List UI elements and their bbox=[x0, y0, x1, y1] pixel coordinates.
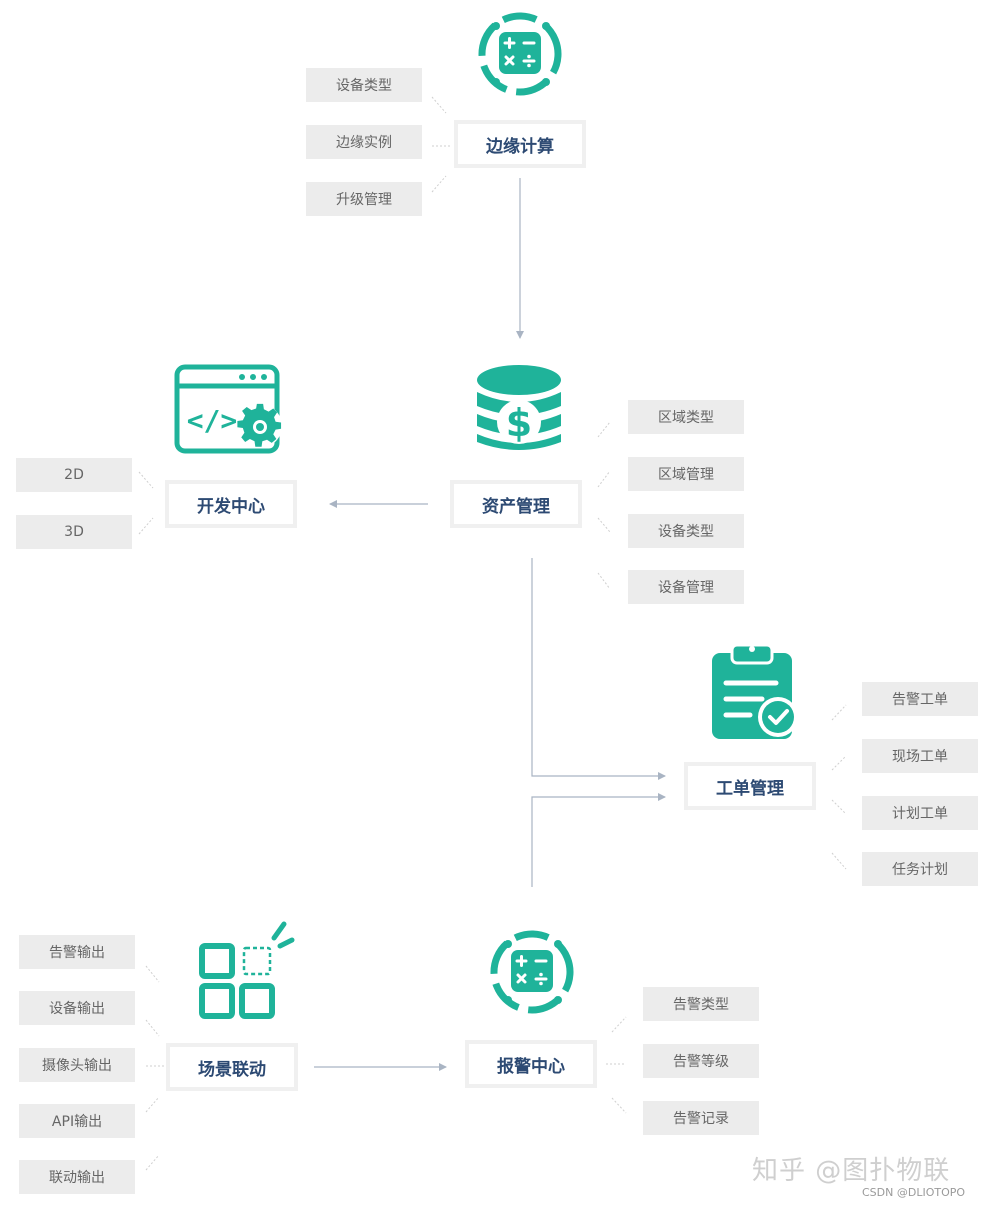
node-edge-compute[interactable]: 边缘计算 bbox=[454, 120, 586, 168]
node-asset-management[interactable]: 资产管理 bbox=[450, 480, 582, 528]
asset-tag[interactable]: 设备管理 bbox=[628, 570, 744, 604]
scene-tag[interactable]: 摄像头输出 bbox=[19, 1048, 135, 1082]
arrow-asset-to-workorder bbox=[531, 558, 666, 780]
code-settings-icon: </> bbox=[174, 364, 282, 454]
dev-tag[interactable]: 2D bbox=[16, 458, 132, 492]
asset-tag[interactable]: 区域管理 bbox=[628, 457, 744, 491]
dev-tag[interactable]: 3D bbox=[16, 515, 132, 549]
node-asset-management-label: 资产管理 bbox=[454, 484, 578, 524]
svg-text:</>: </> bbox=[187, 404, 238, 437]
csdn-source: CSDN @DLIOTOPO bbox=[862, 1186, 966, 1199]
workorder-tag[interactable]: 告警工单 bbox=[862, 682, 978, 716]
database-dollar-icon: $ bbox=[477, 365, 561, 450]
scene-tag[interactable]: 联动输出 bbox=[19, 1160, 135, 1194]
asset-tag[interactable]: 设备类型 bbox=[628, 514, 744, 548]
edge-tag[interactable]: 边缘实例 bbox=[306, 125, 422, 159]
asset-tag[interactable]: 区域类型 bbox=[628, 400, 744, 434]
edge-tag[interactable]: 升级管理 bbox=[306, 182, 422, 216]
scene-tag[interactable]: 设备输出 bbox=[19, 991, 135, 1025]
edge-tag[interactable]: 设备类型 bbox=[306, 68, 422, 102]
scene-tag[interactable]: API输出 bbox=[19, 1104, 135, 1138]
svg-text:$: $ bbox=[506, 401, 532, 445]
alarm-tag[interactable]: 告警记录 bbox=[643, 1101, 759, 1135]
node-edge-compute-label: 边缘计算 bbox=[458, 124, 582, 164]
tag-connectors bbox=[138, 96, 847, 1171]
calculator-icon bbox=[478, 12, 562, 96]
node-work-order-label: 工单管理 bbox=[688, 766, 812, 806]
clipboard-check-icon bbox=[712, 643, 798, 739]
node-alarm-center[interactable]: 报警中心 bbox=[465, 1040, 597, 1088]
grid-apps-icon bbox=[199, 921, 295, 1019]
zhihu-watermark: 知乎 @图扑物联 bbox=[752, 1156, 951, 1186]
alarm-calculator-icon bbox=[490, 930, 574, 1014]
node-alarm-center-label: 报警中心 bbox=[469, 1044, 593, 1084]
alarm-tag[interactable]: 告警类型 bbox=[643, 987, 759, 1021]
node-scene-linkage-label: 场景联动 bbox=[170, 1047, 294, 1087]
workorder-tag[interactable]: 任务计划 bbox=[862, 852, 978, 886]
workorder-tag[interactable]: 现场工单 bbox=[862, 739, 978, 773]
node-work-order[interactable]: 工单管理 bbox=[684, 762, 816, 810]
scene-tag[interactable]: 告警输出 bbox=[19, 935, 135, 969]
workorder-tag[interactable]: 计划工单 bbox=[862, 796, 978, 830]
node-dev-center-label: 开发中心 bbox=[169, 484, 293, 524]
alarm-tag[interactable]: 告警等级 bbox=[643, 1044, 759, 1078]
arrow-alarm-to-workorder bbox=[531, 793, 666, 887]
node-dev-center[interactable]: 开发中心 bbox=[165, 480, 297, 528]
node-scene-linkage[interactable]: 场景联动 bbox=[166, 1043, 298, 1091]
